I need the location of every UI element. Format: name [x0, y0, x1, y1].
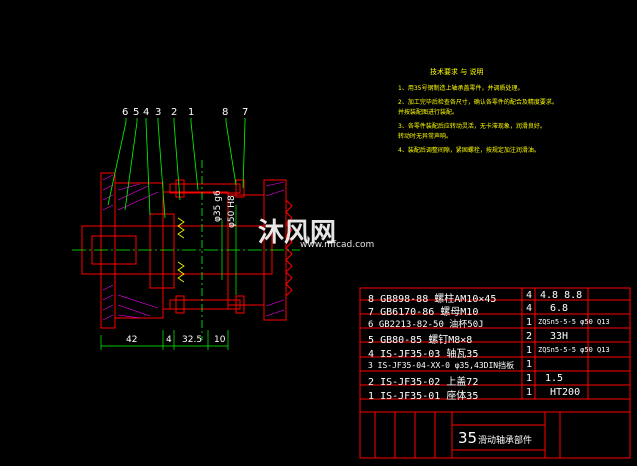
dim-32-5: 32.5 — [182, 335, 203, 345]
dim-4: 4 — [166, 335, 172, 345]
note-line-6: 4、装配后调整间隙，紧固螺栓，按规定加注润滑油。 — [398, 147, 540, 154]
note-line-2: 2、加工完毕后检查各尺寸，确认各零件的配合及精度要求。 — [398, 99, 558, 106]
balloon-5: 5 — [133, 107, 140, 118]
notes-title: 技术要求 与 说明 — [430, 68, 484, 76]
balloon-7: 7 — [242, 107, 249, 118]
balloon-1: 1 — [188, 107, 195, 118]
balloon-2: 2 — [171, 107, 178, 118]
dimension-lines — [100, 205, 237, 350]
bom-row-8-qty: 4 — [526, 290, 533, 301]
leader-lines — [107, 118, 246, 219]
balloon-3: 3 — [155, 107, 162, 118]
bom-row-7-qty: 4 — [526, 303, 533, 314]
bom-row-1-mat: HT200 — [550, 387, 581, 398]
balloon-6: 6 — [122, 107, 129, 118]
bearing-assembly-section — [81, 172, 293, 329]
bom-row-6-code: 6 GB2213-82-50 油杯50J — [368, 320, 484, 330]
bom-row-5-mat: 33H — [550, 331, 569, 342]
bom-row-8-mat: 4.8 8.8 — [540, 290, 583, 301]
bom-row-2-qty: 1 — [526, 373, 533, 384]
note-line-3: 并按装配图进行装配。 — [398, 109, 459, 116]
watermark-url: www.mfcad.com — [300, 240, 375, 250]
bearing-rollers — [177, 217, 185, 283]
bom-row-1-code: 1 IS-JF35-01 座体35 — [368, 391, 479, 402]
bom-row-4-mat: ZQSn5-5-5 φ50 Q13 — [538, 346, 610, 354]
balloon-8: 8 — [222, 107, 229, 118]
watermark-brand: 沐风网 — [258, 218, 337, 248]
bom-row-6-qty: 1 — [526, 317, 533, 328]
bom-row-7-mat: 6.8 — [550, 303, 569, 314]
bom-row-8-code: 8 GB898-88 螺柱AM10×45 — [368, 294, 497, 305]
bom-row-5-code: 5 GB80-85 螺钉M8×8 — [368, 335, 473, 346]
bom-row-3-code: 3 IS-JF35-04-XX-0 φ35,43DIN挡板 — [368, 361, 515, 370]
dim-42: 42 — [126, 335, 138, 345]
note-line-5: 转动时无异常声响。 — [398, 133, 453, 140]
bom-row-4-qty: 1 — [526, 345, 533, 356]
bom-row-3-qty: 1 — [526, 359, 533, 370]
bom-row-5-qty: 2 — [526, 331, 533, 342]
note-line-1: 1、用35号钢制造上轴承盖零件，并调质处理。 — [398, 85, 524, 92]
bom-row-2-code: 2 IS-JF35-02 上盖72 — [368, 377, 479, 388]
bom-row-7-code: 7 GB6170-86 螺母M10 — [368, 307, 479, 318]
bom-row-6-mat: ZQSn5-5-5 φ50 Q13 — [538, 318, 610, 326]
title-block-name: 滑动轴承部件 — [478, 436, 533, 446]
bom-row-4-code: 4 IS-JF35-03 轴瓦35 — [368, 349, 479, 360]
balloon-4: 4 — [143, 107, 150, 118]
centerlines — [72, 160, 300, 340]
section-hatching — [102, 174, 285, 321]
title-block-number: 35 — [458, 429, 478, 447]
bom-row-2-mat: 1.5 — [545, 373, 564, 384]
bom-row-1-qty: 1 — [526, 387, 533, 398]
note-line-4: 3、各零件装配后应转动灵活，无卡滞现象，润滑良好。 — [398, 123, 546, 130]
dim-10: 10 — [214, 335, 226, 345]
